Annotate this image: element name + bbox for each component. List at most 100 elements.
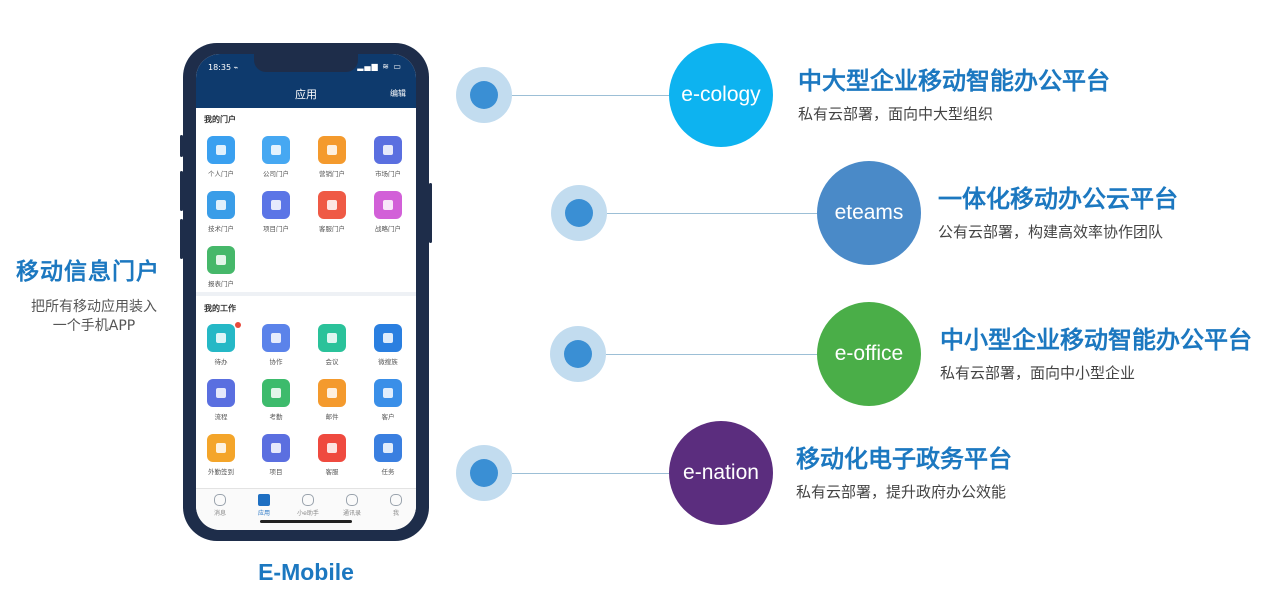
app-label: 项目 [269,468,283,476]
app-icon [262,379,290,407]
portal-subtitle: 把所有移动应用装入 一个手机APP [16,298,172,336]
app-icon-item[interactable]: 外勤签到 [201,434,241,476]
bottom-tab-bar: 消息 应用小e助手 通讯录 我 [196,488,416,530]
app-icon-item[interactable]: 协作 [256,324,296,366]
home-indicator [260,520,352,523]
edit-button[interactable]: 编辑 [390,89,406,98]
app-icon-item[interactable]: 客服 [312,434,352,476]
app-icon-item[interactable]: 项目门户 [256,191,296,233]
connector-line [512,473,669,474]
tab-item[interactable]: 小e助手 [288,494,328,517]
app-icon [318,434,346,462]
notification-badge [235,322,241,328]
tab-label: 消息 [213,510,226,517]
app-icon-item[interactable]: 项目 [256,434,296,476]
app-label: 考勤 [269,413,283,421]
app-icon [318,136,346,164]
app-icon [207,379,235,407]
app-icon [262,434,290,462]
app-icon-item[interactable]: 微搜族 [368,324,408,366]
app-icon [262,324,290,352]
tab-label: 我 [392,510,399,517]
app-label: 技术门户 [208,225,234,233]
tab-icon [214,494,226,506]
app-icon [374,434,402,462]
app-icon [374,379,402,407]
tab-item[interactable]: 消息 [200,494,240,517]
app-label: 公司门户 [263,170,289,178]
product-bubble: e-nation [669,421,773,525]
node-dot-core [470,459,498,487]
app-label: 流程 [214,413,228,421]
app-icon-item[interactable]: 报表门户 [201,246,241,288]
tab-item[interactable]: 我 [376,494,416,517]
app-label: 营销门户 [319,170,345,178]
app-icon-item[interactable]: 待办 [201,322,241,366]
app-icon-item[interactable]: 个人门户 [201,136,241,178]
app-icon [262,136,290,164]
mute-switch [180,135,183,157]
app-label: 微搜族 [378,358,398,366]
node-dot-icon [550,326,606,382]
app-label: 外勤签到 [208,468,234,476]
tab-item[interactable]: 应用 [244,494,284,517]
app-icon-item[interactable]: 流程 [201,379,241,421]
node-dot-core [564,340,592,368]
app-icon [207,191,235,219]
app-icon-item[interactable]: 会议 [312,324,352,366]
product-description: 私有云部署，提升政府办公效能 [796,483,1007,501]
app-icon [262,191,290,219]
app-header: 应用 编辑 [196,78,416,108]
product-title: 中小型企业移动智能办公平台 [940,326,1252,354]
tab-item[interactable]: 通讯录 [332,494,372,517]
node-dot-icon [551,185,607,241]
volume-up-button [180,171,183,211]
app-icon-item[interactable]: 技术门户 [201,191,241,233]
tab-label: 小e助手 [297,510,319,517]
app-icon-item[interactable]: 公司门户 [256,136,296,178]
connector-line [607,213,817,214]
app-icon [207,136,235,164]
app-icon [374,136,402,164]
app-icon-item[interactable]: 战略门户 [368,191,408,233]
product-bubble: e-cology [669,43,773,147]
app-icon-item[interactable]: 考勤 [256,379,296,421]
tab-icon [346,494,358,506]
product-title: 中大型企业移动智能办公平台 [798,67,1110,95]
app-icon-item[interactable]: 邮件 [312,379,352,421]
node-dot-core [565,199,593,227]
app-icon-item[interactable]: 营销门户 [312,136,352,178]
portal-heading: 移动信息门户 [16,259,160,285]
signal-icon: ▂▄▆ ≋ ▭ [357,62,402,71]
product-title: 移动化电子政务平台 [796,445,1012,473]
app-icon-item[interactable]: 市场门户 [368,136,408,178]
tab-icon [390,494,402,506]
tab-label: 通讯录 [342,510,361,517]
tab-icon [302,494,314,506]
app-icon-item[interactable]: 任务 [368,434,408,476]
section-my-work: 我的工作 [204,304,236,313]
app-label: 客户 [381,413,395,421]
product-title: 一体化移动办公云平台 [938,185,1178,213]
app-icon-item[interactable]: 客服门户 [312,191,352,233]
node-dot-icon [456,67,512,123]
tab-icon [258,494,270,506]
app-icon-item[interactable]: 客户 [368,379,408,421]
app-label: 客服 [325,468,339,476]
product-description: 私有云部署，面向中小型企业 [940,364,1136,382]
app-label: 市场门户 [375,170,401,178]
node-dot-core [470,81,498,109]
connector-line [512,95,669,96]
portal-subtitle-line1: 把所有移动应用装入 [31,299,157,315]
app-label: 个人门户 [208,170,234,178]
product-bubble: e-office [817,302,921,406]
section-divider [196,292,416,296]
app-icon [318,379,346,407]
app-label: 邮件 [325,413,339,421]
app-label: 待办 [214,358,228,366]
status-time: 18:35 ⌁ [208,63,239,72]
app-icon [374,324,402,352]
app-label: 报表门户 [208,280,234,288]
product-description: 私有云部署，面向中大型组织 [798,105,994,123]
app-icon [207,434,235,462]
